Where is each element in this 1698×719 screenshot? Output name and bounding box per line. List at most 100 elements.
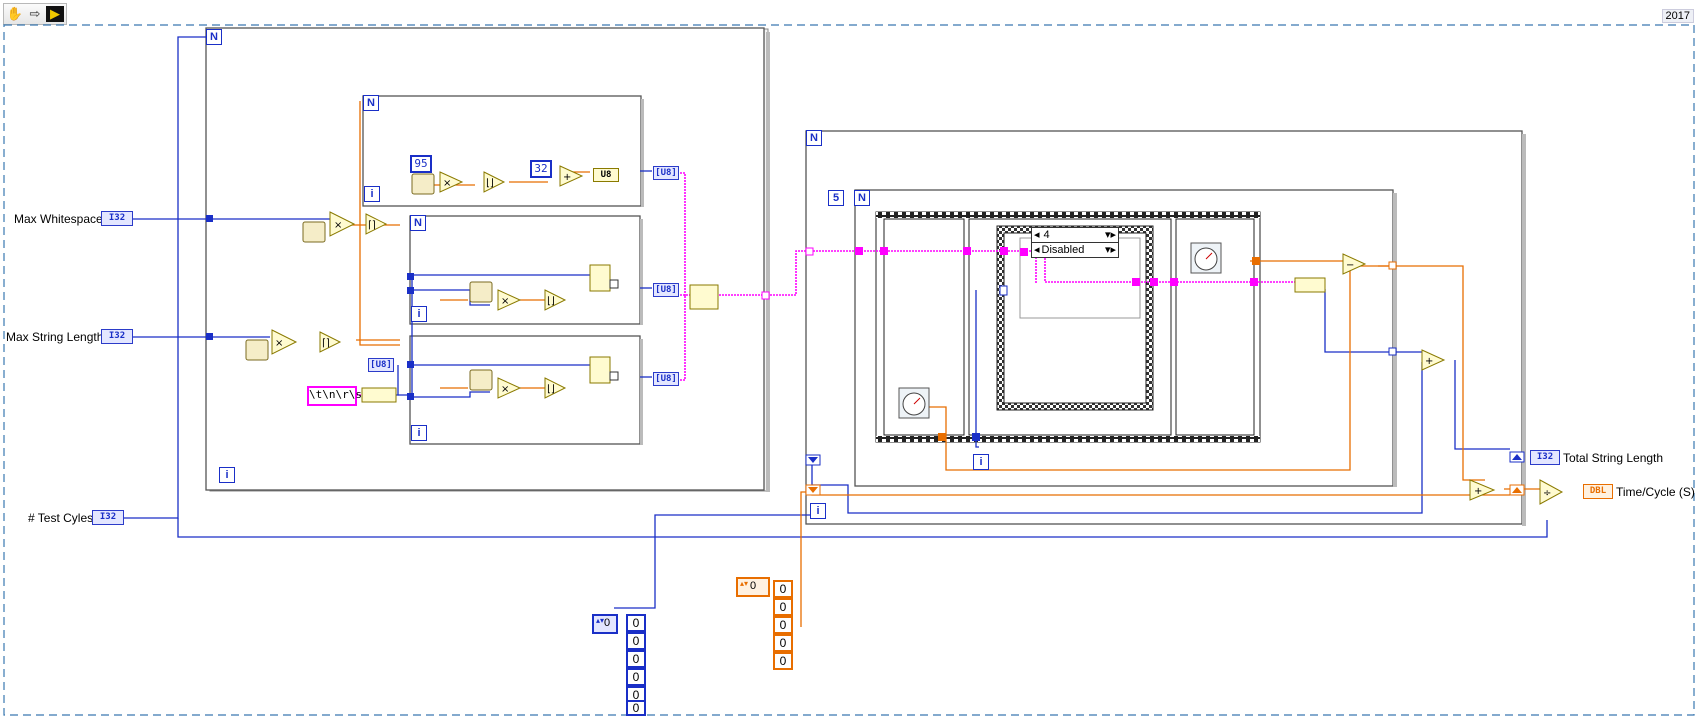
multiply-node — [497, 289, 522, 311]
string-length-node — [1294, 277, 1326, 293]
orange-array-element[interactable]: 0 — [773, 598, 793, 616]
svg-text:⌊⌋: ⌊⌋ — [547, 296, 555, 307]
blue-array-element[interactable]: 0 — [626, 632, 646, 650]
tunnel — [407, 361, 414, 368]
dice-icon — [245, 339, 269, 361]
max-string-length-label: Max String Length — [6, 330, 104, 344]
case-selector[interactable]: ◂4▾▸ — [1031, 227, 1119, 243]
dice-icon — [302, 221, 326, 243]
total-string-length-label: Total String Length — [1563, 451, 1664, 465]
dice-icon — [469, 369, 493, 391]
svg-text:⌈⌉: ⌈⌉ — [322, 338, 330, 349]
svg-text:×: × — [275, 338, 283, 349]
dice-icon — [469, 281, 493, 303]
time-per-cycle-label: Time/Cycle (S) — [1616, 485, 1695, 499]
diagram-border — [3, 24, 1695, 716]
inner-for-loop-bottom — [409, 335, 643, 445]
orange-array-element[interactable]: 0 — [773, 652, 793, 670]
total-string-length-indicator: I32 — [1530, 450, 1560, 465]
tunnel — [206, 215, 213, 222]
tunnel — [206, 333, 213, 340]
tunnel — [880, 247, 888, 255]
svg-text:⌊⌋: ⌊⌋ — [547, 384, 555, 395]
max-whitespace-control[interactable]: I32 — [101, 211, 133, 226]
svg-text:+: + — [1425, 356, 1433, 367]
arrow-icon[interactable]: ⇨ — [29, 6, 41, 21]
loop-iteration-terminal: i — [364, 186, 380, 202]
tunnel — [963, 247, 971, 255]
loop-iteration-terminal: i — [973, 454, 989, 470]
round-down-node — [483, 171, 506, 193]
blue-array-element[interactable]: 0 — [626, 700, 646, 716]
svg-text:×: × — [334, 220, 342, 231]
add-node — [559, 165, 584, 187]
dice-icon — [411, 173, 435, 195]
add-node — [1469, 479, 1496, 501]
tunnel — [1150, 278, 1158, 286]
build-array-node — [589, 356, 611, 384]
max-string-length-control[interactable]: I32 — [101, 329, 133, 344]
char-offset-constant[interactable]: 32 — [530, 160, 552, 178]
timing-count-constant[interactable]: 5 — [828, 190, 844, 206]
u8-convert-node: U8 — [593, 168, 619, 182]
hand-icon[interactable]: ✋ — [6, 6, 24, 21]
tunnel — [761, 291, 770, 300]
highlight-execution-icon[interactable]: ▶ — [46, 6, 64, 22]
round-up-node — [319, 331, 342, 353]
u8-array-terminal: [U8] — [368, 358, 394, 372]
tunnel — [1250, 278, 1258, 286]
time-per-cycle-indicator: DBL — [1583, 484, 1613, 499]
orange-array-element[interactable]: 0 — [773, 616, 793, 634]
svg-text:+: + — [563, 172, 571, 183]
tunnel — [407, 287, 414, 294]
blue-array-element[interactable]: 0 — [626, 650, 646, 668]
tunnel — [1020, 248, 1028, 256]
tunnel — [972, 433, 980, 441]
subtract-node — [1342, 253, 1367, 275]
add-node — [1421, 349, 1446, 371]
string-length-node — [361, 387, 397, 403]
inner-for-loop-top — [362, 95, 644, 207]
orange-array-element[interactable]: 0 — [773, 580, 793, 598]
svg-text:+: + — [1474, 486, 1482, 497]
multiply-node — [271, 329, 298, 355]
svg-text:⌊⌋: ⌊⌋ — [486, 178, 494, 189]
orange-array-element[interactable]: 0 — [773, 634, 793, 652]
tunnel — [1388, 261, 1397, 270]
max-whitespace-label: Max Whitespace — [14, 212, 103, 226]
svg-text:÷: ÷ — [1543, 488, 1551, 499]
tunnel — [1388, 347, 1397, 356]
tunnel — [407, 393, 414, 400]
concatenate-strings-node — [689, 284, 719, 310]
blue-array-index[interactable]: ▴▾ 0 — [592, 614, 618, 634]
svg-text:×: × — [443, 178, 451, 189]
tunnel — [407, 273, 414, 280]
multiply-node — [439, 171, 464, 193]
loop-iteration-terminal: i — [810, 503, 826, 519]
tunnel — [855, 247, 863, 255]
test-cycles-label: # Test Cyles — [28, 511, 94, 525]
version-badge: 2017 — [1661, 9, 1694, 23]
u8-array-terminal: [U8] — [653, 166, 679, 180]
char-range-constant[interactable]: 95 — [410, 155, 432, 173]
orange-array-index[interactable]: ▴▾ 0 — [736, 577, 770, 597]
round-down-node — [544, 377, 567, 399]
u8-array-terminal: [U8] — [653, 283, 679, 297]
blue-array-element[interactable]: 0 — [626, 668, 646, 686]
loop-count-terminal: N — [806, 130, 822, 146]
multiply-node — [497, 377, 522, 399]
svg-text:⌈⌉: ⌈⌉ — [368, 220, 376, 231]
svg-text:−: − — [1346, 260, 1354, 271]
tunnel — [1000, 247, 1008, 255]
tunnel — [999, 285, 1008, 296]
loop-count-terminal: N — [206, 29, 222, 45]
loop-iteration-terminal: i — [411, 306, 427, 322]
test-cycles-control[interactable]: I32 — [92, 510, 124, 525]
diagram-disable-selector[interactable]: ◂Disabled▾▸ — [1031, 242, 1119, 258]
whitespace-string-constant[interactable]: \t\n\r\s — [307, 386, 362, 406]
blue-array-element[interactable]: 0 — [626, 614, 646, 632]
loop-iteration-terminal: i — [411, 425, 427, 441]
svg-text:×: × — [501, 384, 509, 395]
multiply-node — [329, 211, 356, 237]
